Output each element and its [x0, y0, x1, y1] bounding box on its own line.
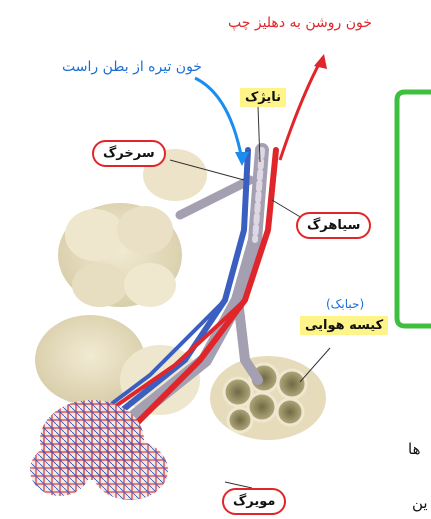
label-alveolus-paren: (حبابک)	[326, 298, 364, 310]
label-capillary: مویرگ	[222, 488, 286, 515]
caption-to-left-atrium: خون روشن به دهلیز چپ	[228, 16, 372, 30]
side-text-line1: ها	[408, 440, 420, 458]
caption-from-right-ventricle: خون تیره از بطن راست	[62, 60, 202, 74]
label-artery: سرخرگ	[92, 140, 166, 167]
side-text-line2: ین	[412, 494, 428, 512]
air-sac-section	[210, 356, 326, 440]
label-vein: سیاهرگ	[296, 212, 371, 239]
label-air-sac: کیسه هوایی	[300, 316, 388, 335]
blue-flow-arrow	[195, 78, 242, 160]
label-bronchiole: نایژک	[240, 88, 286, 107]
callout-frame	[397, 92, 431, 326]
red-flow-arrow	[280, 62, 320, 160]
